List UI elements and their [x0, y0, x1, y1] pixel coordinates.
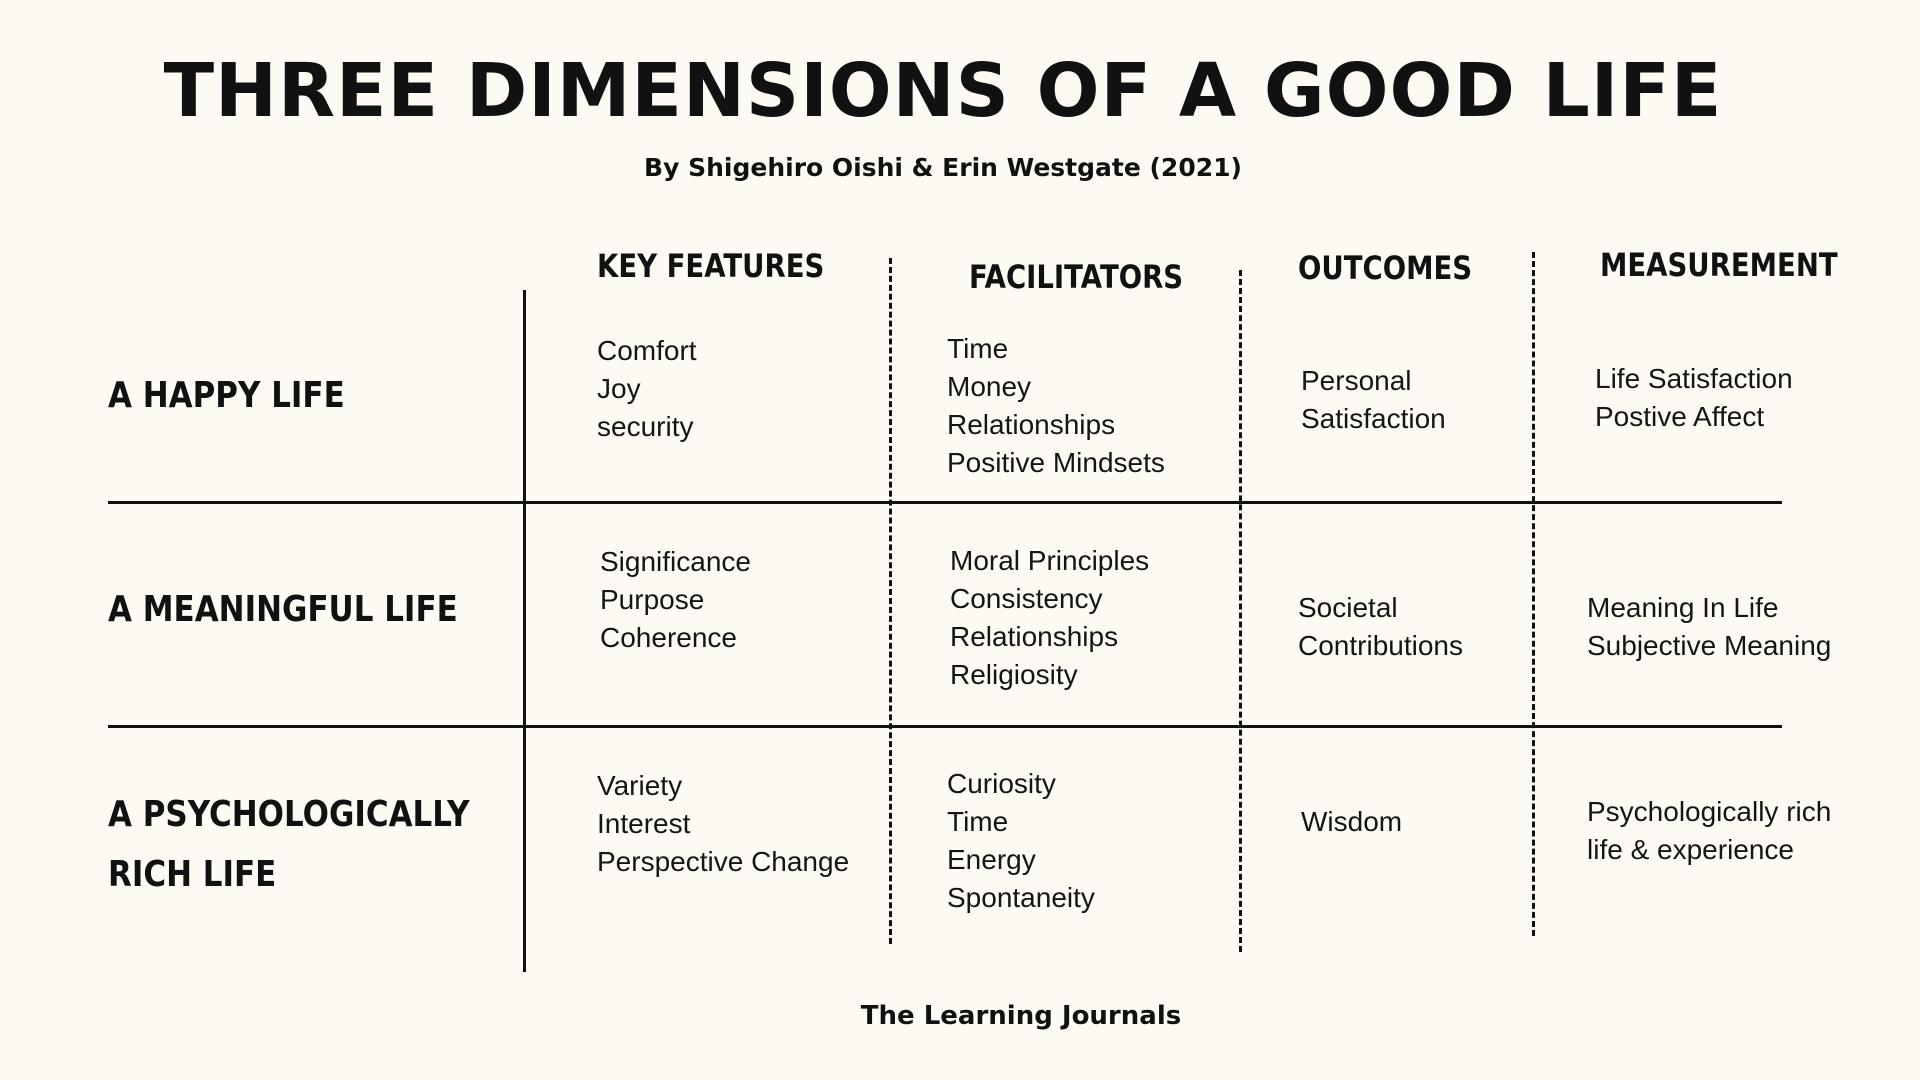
row-divider-2: [108, 725, 1782, 728]
row-divider-1: [108, 501, 1782, 504]
happy-measurement: Life Satisfaction Postive Affect: [1595, 360, 1793, 436]
list-item: Satisfaction: [1301, 403, 1446, 434]
column-divider-2: [1239, 270, 1242, 952]
rich-measurement: Psychologically rich life & experience: [1587, 793, 1831, 869]
list-item: Life Satisfaction: [1595, 363, 1793, 394]
list-item: Contributions: [1298, 630, 1463, 661]
footer-credit: The Learning Journals: [860, 1001, 1182, 1031]
list-item: Postive Affect: [1595, 401, 1765, 432]
list-item: Consistency: [950, 583, 1103, 614]
meaningful-measurement: Meaning In Life Subjective Meaning: [1587, 589, 1831, 665]
list-item: Joy: [597, 373, 641, 404]
rich-key-features: Variety Interest Perspective Change: [597, 767, 849, 881]
row-label-divider: [523, 290, 526, 972]
list-item: Curiosity: [947, 768, 1056, 799]
list-item: Personal: [1301, 365, 1412, 396]
column-divider-3: [1532, 252, 1535, 936]
column-divider-1: [889, 258, 892, 944]
list-item: Variety: [597, 770, 683, 801]
column-header-facilitators: FACILITATORS: [969, 258, 1184, 296]
list-item: Comfort: [597, 335, 697, 366]
list-item: Relationships: [950, 621, 1119, 652]
row-label-line: A HAPPY LIFE: [108, 375, 345, 416]
row-label-happy-life: A HAPPY LIFE: [108, 366, 345, 426]
rich-facilitators: Curiosity Time Energy Spontaneity: [947, 765, 1095, 917]
happy-facilitators: Time Money Relationships Positive Mindse…: [947, 330, 1165, 482]
list-item: Subjective Meaning: [1587, 630, 1832, 661]
list-item: Significance: [600, 546, 751, 577]
meaningful-facilitators: Moral Principles Consistency Relationshi…: [950, 542, 1149, 694]
list-item: Religiosity: [950, 659, 1078, 690]
list-item: Energy: [947, 844, 1036, 875]
list-item: Wisdom: [1301, 806, 1403, 837]
list-item: Purpose: [600, 584, 705, 615]
row-label-line: A PSYCHOLOGICALLY: [108, 794, 470, 835]
list-item: Meaning In Life: [1587, 592, 1779, 623]
list-item: Time: [947, 806, 1009, 837]
list-item: Time: [947, 333, 1009, 364]
list-item: Spontaneity: [947, 882, 1095, 913]
list-item: life & experience: [1587, 834, 1795, 865]
list-item: Relationships: [947, 409, 1116, 440]
list-item: Coherence: [600, 622, 737, 653]
list-item: Psychologically rich: [1587, 796, 1832, 827]
meaningful-key-features: Significance Purpose Coherence: [600, 543, 751, 657]
list-item: security: [597, 411, 694, 442]
column-header-key-features: KEY FEATURES: [597, 247, 825, 285]
column-header-measurement: MEASUREMENT: [1600, 246, 1838, 284]
column-header-outcomes: OUTCOMES: [1298, 249, 1473, 287]
happy-key-features: Comfort Joy security: [597, 332, 697, 446]
row-label-meaningful-life: A MEANINGFUL LIFE: [108, 580, 458, 640]
list-item: Societal: [1298, 592, 1398, 623]
row-label-line: RICH LIFE: [108, 854, 277, 895]
page-title: THREE DIMENSIONS OF A GOOD LIFE: [163, 48, 1723, 134]
happy-outcomes: Personal Satisfaction: [1301, 362, 1446, 438]
list-item: Positive Mindsets: [947, 447, 1165, 478]
rich-outcomes: Wisdom: [1301, 803, 1402, 841]
meaningful-outcomes: Societal Contributions: [1298, 589, 1463, 665]
list-item: Perspective Change: [597, 846, 850, 877]
list-item: Interest: [597, 808, 691, 839]
page-subtitle: By Shigehiro Oishi & Erin Westgate (2021…: [644, 153, 1242, 182]
row-label-psychologically-rich-life: A PSYCHOLOGICALLY RICH LIFE: [108, 785, 470, 905]
row-label-line: A MEANINGFUL LIFE: [108, 589, 458, 630]
list-item: Money: [947, 371, 1032, 402]
list-item: Moral Principles: [950, 545, 1150, 576]
